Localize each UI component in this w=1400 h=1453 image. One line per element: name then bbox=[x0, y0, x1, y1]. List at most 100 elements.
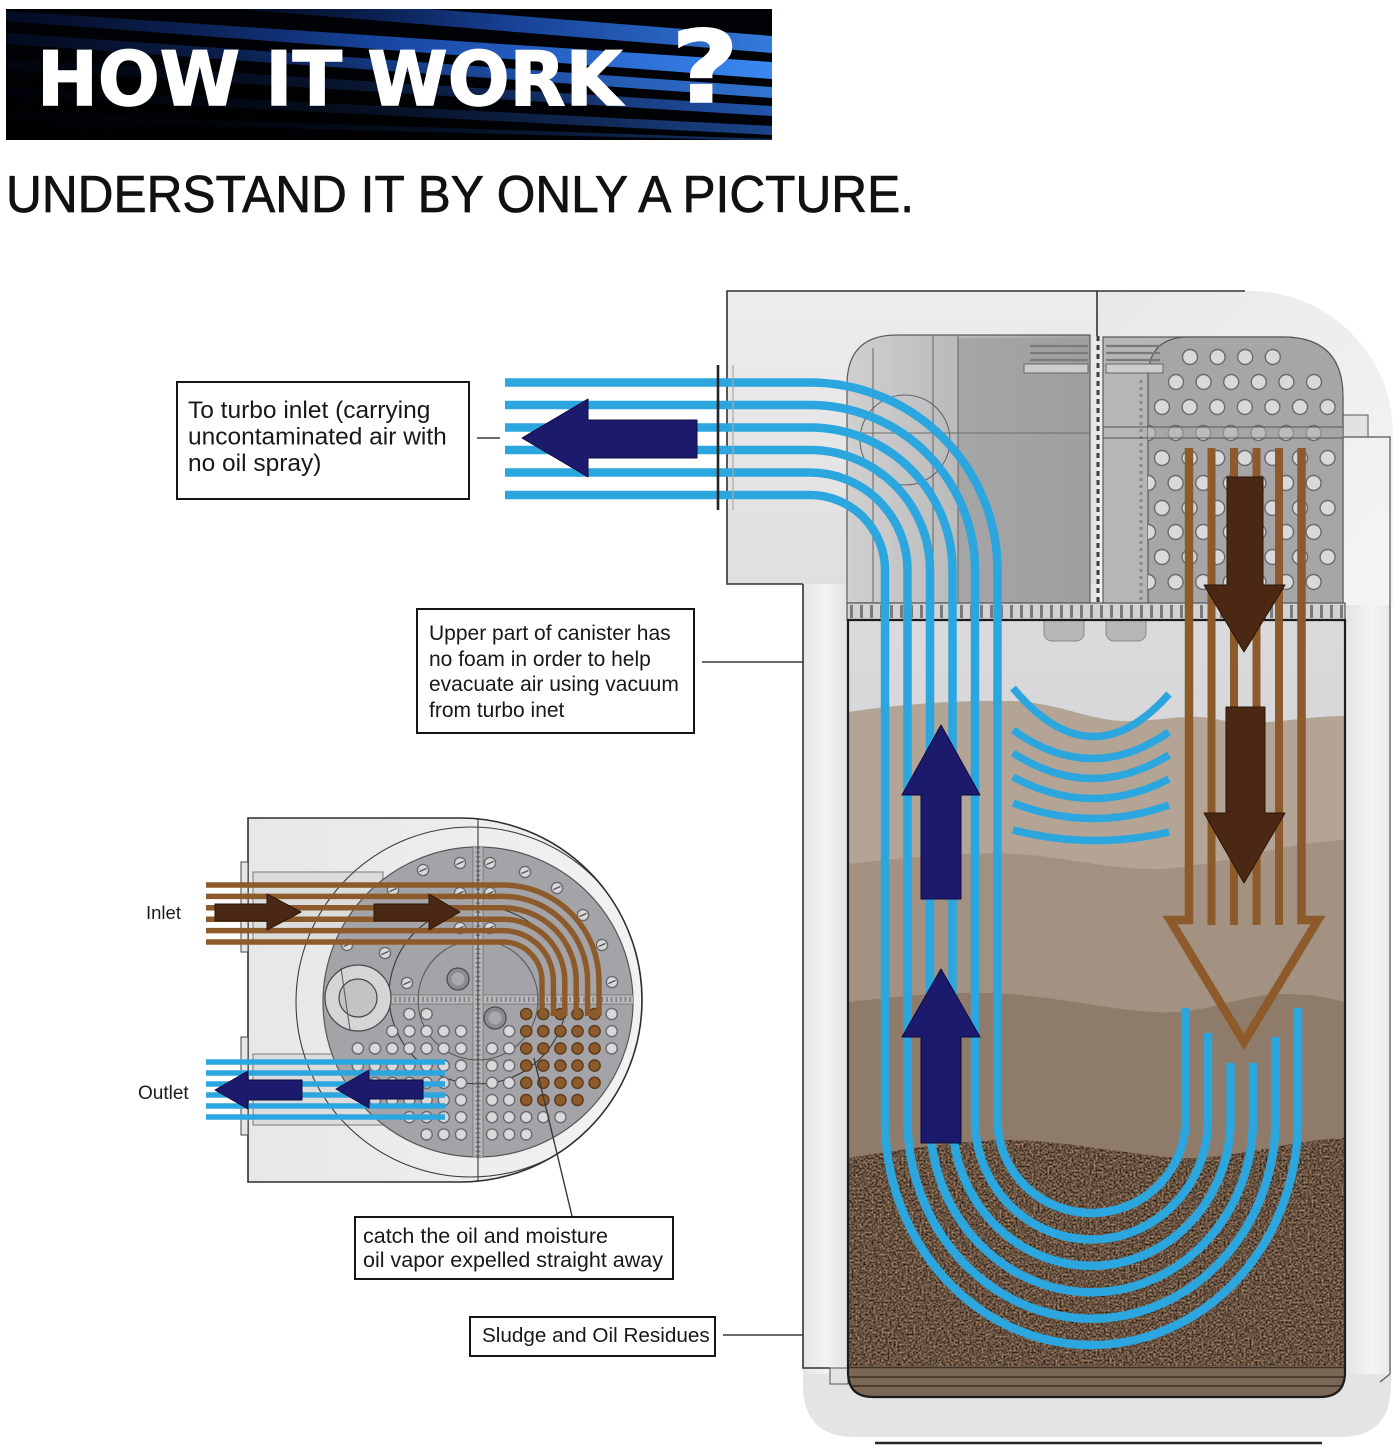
callout-line: Upper part of canister has bbox=[429, 622, 671, 645]
filter-hole bbox=[1153, 548, 1171, 566]
filter-band-edges bbox=[1103, 426, 1343, 439]
clean-air-line bbox=[505, 400, 1213, 1244]
callout-box bbox=[416, 608, 695, 734]
banner-title: HOW IT WORK bbox=[37, 35, 625, 123]
separation-arc bbox=[1010, 749, 1171, 783]
slot-mark bbox=[608, 979, 616, 985]
clean-air-line bbox=[505, 468, 1280, 1323]
turbo-outlet-arrow-icon bbox=[521, 398, 698, 478]
side-casing-step bbox=[1342, 414, 1369, 438]
callout-line: oil vapor expelled straight away bbox=[363, 1248, 663, 1272]
head-housing-outline bbox=[726, 290, 1245, 585]
inlet-arrow-icon bbox=[214, 893, 302, 931]
oil-filled-hole bbox=[537, 1059, 550, 1072]
filter-hole bbox=[502, 1076, 516, 1090]
filter-hole bbox=[485, 1093, 499, 1107]
bypass-port-seam bbox=[340, 967, 351, 1031]
collar-bump bbox=[1043, 620, 1085, 642]
filter-hole bbox=[1319, 449, 1336, 467]
filter-hole bbox=[1153, 398, 1171, 416]
oil-filled-hole bbox=[519, 1093, 533, 1107]
filter-hole bbox=[1167, 573, 1184, 591]
filter-hole bbox=[454, 1093, 468, 1107]
filter-hole bbox=[605, 1024, 619, 1038]
bypass-port bbox=[324, 964, 392, 1032]
collar-bump bbox=[1105, 620, 1147, 642]
filter-hole bbox=[1148, 523, 1157, 541]
filter-hole bbox=[1209, 348, 1226, 366]
inlet-flow-line bbox=[206, 939, 545, 1016]
filter-hole bbox=[454, 1076, 468, 1090]
oil-filled-hole bbox=[554, 1042, 567, 1055]
oil-filled-hole bbox=[519, 1059, 533, 1072]
slot-mark bbox=[381, 950, 389, 956]
main-canister bbox=[505, 290, 1393, 1445]
body-right-edge bbox=[1343, 436, 1391, 1383]
filter-hole bbox=[1236, 348, 1254, 366]
filter-hole bbox=[454, 1024, 468, 1038]
oil-filled-hole bbox=[537, 1042, 550, 1055]
side-view-diagram: Inlet Outlet bbox=[138, 817, 643, 1183]
filter-hole bbox=[554, 1110, 567, 1124]
inlet-flow-line bbox=[206, 882, 602, 1016]
filter-hole bbox=[351, 1042, 365, 1055]
clean-air-flow bbox=[505, 378, 1303, 1350]
filter-hole bbox=[1181, 398, 1198, 416]
filter-hole bbox=[1305, 573, 1322, 591]
filter-hole bbox=[1319, 398, 1336, 416]
filter-hole bbox=[519, 1128, 533, 1141]
filter-hole bbox=[485, 1076, 499, 1090]
slot-mark bbox=[419, 867, 427, 873]
filter-hole bbox=[385, 1042, 399, 1055]
canister-outline bbox=[846, 618, 1347, 1399]
banner: HOW IT WORK ? bbox=[6, 8, 772, 140]
filter-hole bbox=[403, 1007, 416, 1021]
callout-line: catch the oil and moisture bbox=[363, 1224, 608, 1248]
separation-arc bbox=[1010, 726, 1172, 763]
filter-hole bbox=[1153, 449, 1171, 467]
filter-hole bbox=[454, 1128, 468, 1141]
air-up-arrow-icon bbox=[901, 724, 981, 900]
bolt-head bbox=[488, 1011, 502, 1025]
oil-filled-hole bbox=[554, 1059, 567, 1072]
filter-hole bbox=[1278, 373, 1295, 391]
oil-filled-hole bbox=[588, 1042, 601, 1055]
filter-hole bbox=[1319, 499, 1336, 517]
side-view-housing-outline bbox=[247, 817, 643, 1183]
body-foot bbox=[829, 1367, 849, 1385]
leader-line bbox=[533, 1057, 573, 1217]
oil-filled-hole bbox=[554, 1093, 567, 1107]
oil-filled-hole bbox=[571, 1042, 584, 1055]
callout-turbo-inlet: To turbo inlet (carrying uncontaminated … bbox=[176, 381, 500, 500]
callout-line: Sludge and Oil Residues bbox=[482, 1324, 710, 1347]
chamber-vent-plate bbox=[1023, 363, 1089, 374]
oil-filled-hole bbox=[571, 1093, 584, 1107]
filter-hole bbox=[1181, 348, 1199, 366]
oil-filled-hole bbox=[588, 1076, 601, 1090]
oil-filled-hole bbox=[571, 1024, 584, 1038]
filter-hole bbox=[605, 1007, 619, 1021]
filter-hole bbox=[437, 1042, 451, 1055]
side-inlet-flow bbox=[206, 882, 602, 1016]
bypass-port-inner bbox=[338, 978, 378, 1018]
filter-hole bbox=[502, 1059, 516, 1072]
filter-hole bbox=[485, 1128, 499, 1141]
slot-mark bbox=[598, 942, 606, 948]
filter-hole bbox=[1291, 398, 1309, 416]
oil-filled-hole bbox=[588, 1024, 601, 1038]
filter-hole bbox=[403, 1024, 416, 1038]
filter-hole bbox=[1250, 373, 1268, 391]
inlet-flow-line bbox=[206, 927, 557, 1016]
callout-box bbox=[354, 1216, 674, 1280]
filter-hole bbox=[1208, 398, 1226, 416]
slot-mark bbox=[403, 980, 411, 986]
oil-filled-hole bbox=[554, 1024, 567, 1038]
outer-seal-ring bbox=[295, 826, 642, 1178]
air-up-arrow-icon bbox=[901, 968, 981, 1144]
filter-hole bbox=[385, 1024, 399, 1038]
filter-hole bbox=[605, 1042, 619, 1055]
filter-hole bbox=[502, 1093, 516, 1107]
outlet-arrow-icon bbox=[335, 1069, 424, 1109]
chamber-vent bbox=[1030, 344, 1088, 362]
filter-hole bbox=[420, 1024, 433, 1038]
